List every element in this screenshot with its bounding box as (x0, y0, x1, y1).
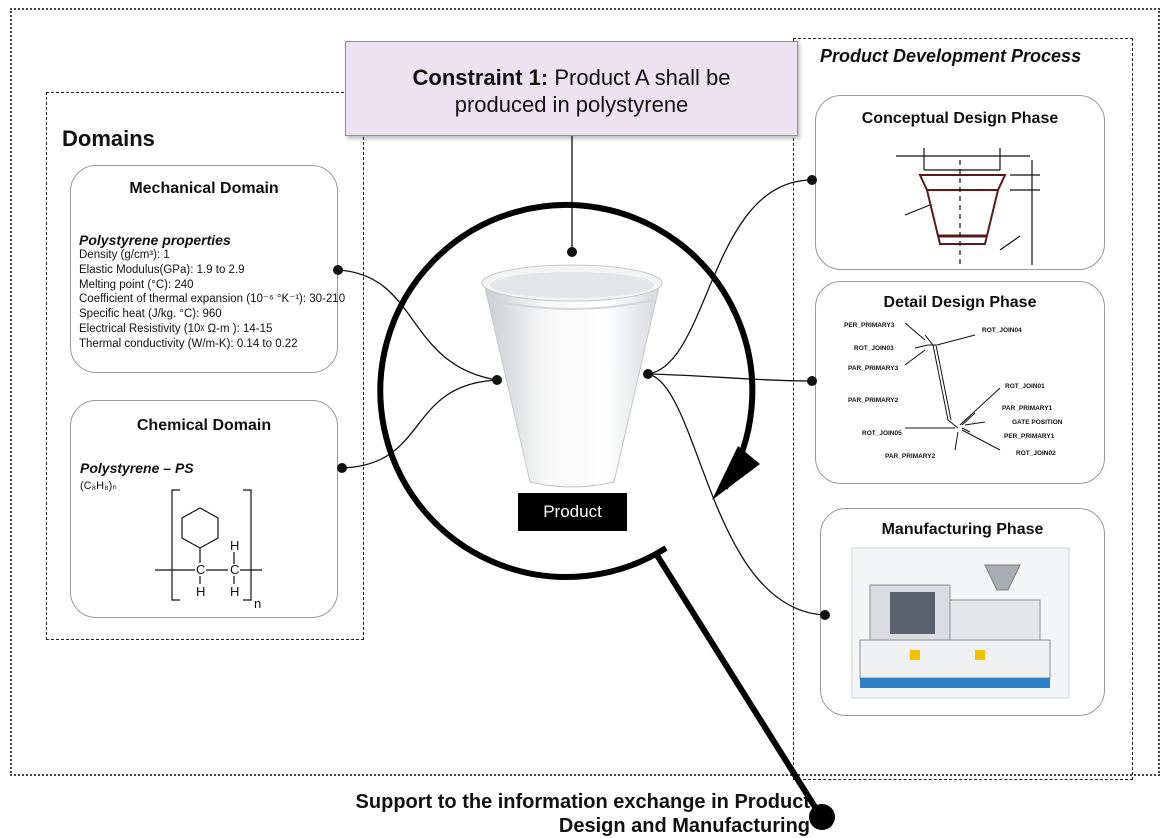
domains-panel (46, 92, 364, 640)
property-resistivity: Electrical Resistivity (10ᵡ Ω-m ): 14-15 (79, 322, 273, 335)
property-melting-point: Melting point (°C): 240 (79, 278, 194, 291)
outer-frame (10, 8, 1160, 776)
injection-machine-icon (851, 547, 1070, 699)
conceptual-design-title: Conceptual Design Phase (861, 110, 1059, 127)
connector-dot (807, 175, 817, 185)
constraint-label: Constraint 1: (412, 65, 549, 90)
constraint-line2: produced in polystyrene (454, 92, 689, 117)
detail-labels: PER_PRIMARY3 ROT_JOIN03 PAR_PRIMARY3 PAR… (844, 322, 1063, 460)
structure-h-top: H (230, 538, 239, 553)
conceptual-connector (647, 179, 813, 375)
cycle-arrowhead (712, 446, 760, 500)
label-par-primary2: PAR_PRIMARY2 (848, 397, 899, 404)
chemical-domain-title: Chemical Domain (136, 417, 272, 434)
structure-n: n (254, 596, 261, 611)
connector-dot (567, 247, 577, 257)
mechanical-connector (337, 269, 498, 381)
process-title: Product Development Process (820, 46, 1082, 66)
domains-title: Domains (62, 126, 155, 151)
structure-h-bottom2: H (230, 584, 239, 599)
detail-connector (647, 373, 811, 382)
property-density: Density (g/cm³): 1 (79, 249, 170, 261)
label-per-primary1: PER_PRIMARY1 (1004, 433, 1055, 440)
manufacturing-title: Manufacturing Phase (881, 521, 1044, 538)
label-par-primary1: PAR_PRIMARY1 (1002, 405, 1053, 412)
footer-caption: Support to the information exchange in P… (200, 790, 810, 838)
connector-dot (492, 375, 502, 385)
property-specific-heat: Specific heat (J/kg. °C): 960 (79, 308, 222, 321)
magnifier-handle (652, 550, 823, 817)
detail-design-card: Detail Design Phase (815, 281, 1105, 484)
property-elastic-modulus: Elastic Modulus(GPa): 1.9 to 2.9 (79, 263, 245, 276)
detail-sketch-icon (904, 322, 1001, 451)
footer-line1: Support to the information exchange in P… (355, 791, 810, 813)
connector-dot (337, 463, 347, 473)
chemical-domain-card: Chemical Domain (70, 400, 338, 618)
connector-dot (333, 265, 343, 275)
magnifier-handle-end (809, 804, 835, 830)
connector-dot (643, 369, 653, 379)
conceptual-sketch-icon (896, 148, 1040, 265)
label-par-primary3: PAR_PRIMARY3 (848, 365, 899, 372)
label-rot-join04: ROT_JOIN04 (982, 327, 1022, 334)
footer-line2: Design and Manufacturing (558, 815, 810, 837)
connector-dots (333, 175, 830, 620)
detail-design-title: Detail Design Phase (883, 294, 1037, 311)
product-label: Product (518, 493, 627, 531)
property-thermal-expansion: Coefficient of thermal expansion (10⁻⁶ °… (79, 293, 346, 306)
structure-c1: C (196, 562, 205, 577)
connector-dot (820, 610, 830, 620)
constraint-line1: Product A shall be (554, 65, 731, 90)
property-thermal-conductivity: Thermal conductivity (W/m-K): 0.14 to 0.… (79, 337, 298, 350)
structure-labels: C C H H H n (196, 538, 261, 611)
label-rot-join03: ROT_JOIN03 (854, 345, 894, 352)
manufacturing-connector (647, 373, 826, 616)
mechanical-domain-title: Mechanical Domain (129, 180, 279, 197)
connector-dot (807, 376, 817, 386)
label-rot-join05: ROT_JOIN05 (862, 430, 902, 437)
polystyrene-structure-icon (155, 489, 262, 601)
label-rot-join02: ROT_JOIN02 (1016, 450, 1056, 457)
product-cup-icon (481, 264, 663, 488)
constraint-box: Constraint 1: Product A shall be produce… (345, 41, 798, 136)
label-rot-join01: ROT_JOIN01 (1005, 383, 1045, 390)
cycle-arc (377, 201, 756, 580)
polystyrene-formula: (C₈H₈)ₙ (80, 480, 117, 492)
chemical-connector (341, 379, 498, 469)
structure-c2: C (230, 562, 239, 577)
label-par-primary2b: PAR_PRIMARY2 (885, 453, 936, 460)
connector-lines (337, 136, 826, 616)
polystyrene-properties: Polystyrene properties Density (g/cm³): … (79, 232, 345, 352)
label-gate-position: GATE POSITION (1012, 419, 1063, 426)
polystyrene-heading: Polystyrene – PS (80, 460, 194, 476)
mechanical-domain-card: Mechanical Domain (70, 165, 338, 373)
process-panel (793, 38, 1133, 780)
structure-h-bottom: H (196, 584, 205, 599)
properties-heading: Polystyrene properties (79, 232, 231, 248)
label-per-primary3: PER_PRIMARY3 (844, 322, 895, 329)
